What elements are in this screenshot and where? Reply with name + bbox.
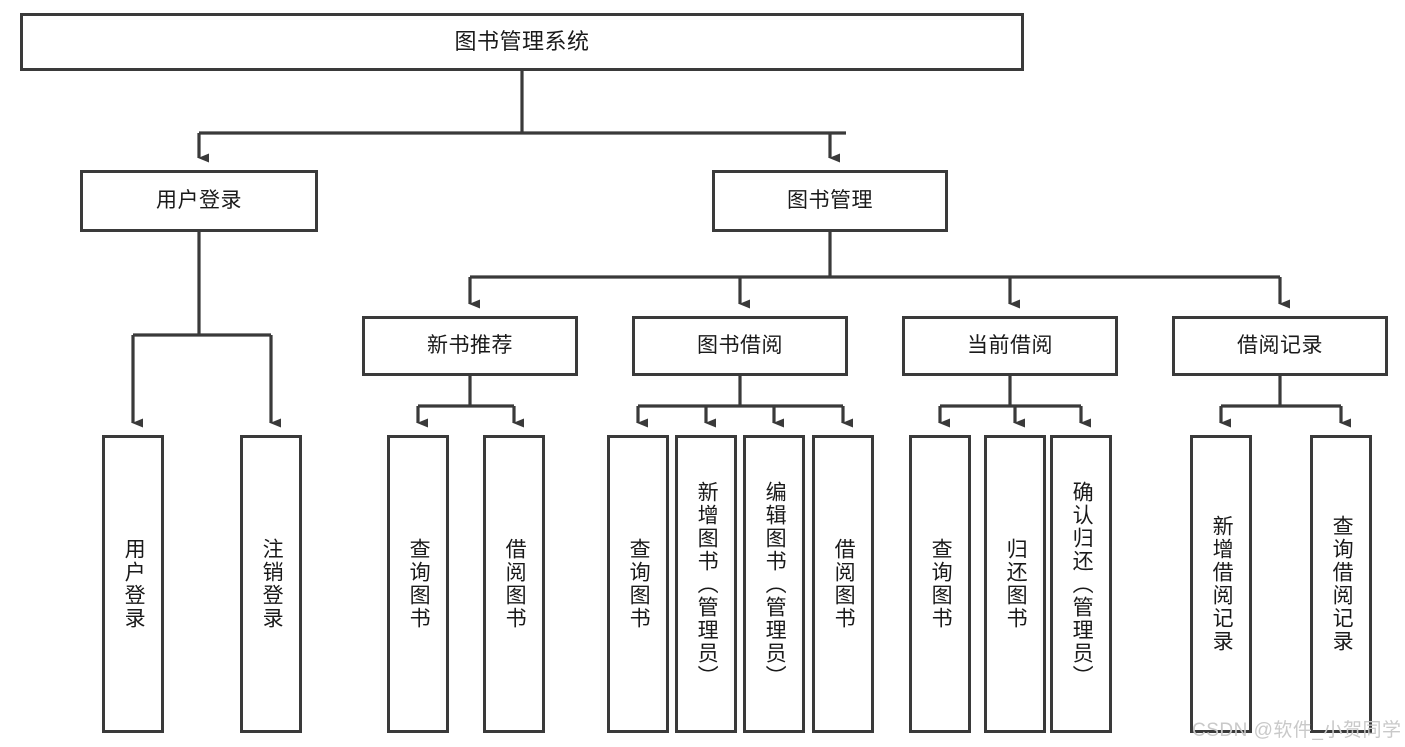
node-leaf-add-record[interactable]: 新增借阅记录 (1190, 435, 1252, 733)
node-leaf-query-book-3[interactable]: 查询图书 (909, 435, 971, 733)
node-leaf-edit-book[interactable]: 编辑图书（管理员） (743, 435, 805, 733)
node-leaf-user-logout-label: 注销登录 (260, 538, 284, 630)
node-leaf-borrow-book-2-label: 借阅图书 (832, 538, 856, 630)
edge-group-current-borrow (938, 376, 1091, 428)
edge-group-book-borrow (636, 376, 853, 428)
node-leaf-return-book-label: 归还图书 (1004, 538, 1028, 630)
node-leaf-add-book[interactable]: 新增图书（管理员） (675, 435, 737, 733)
node-leaf-user-login-label: 用户登录 (122, 538, 146, 630)
node-leaf-borrow-book-2[interactable]: 借阅图书 (812, 435, 874, 733)
edge-group-user-login (131, 232, 281, 428)
node-user-login[interactable]: 用户登录 (80, 170, 318, 232)
watermark-text: CSDN @软件_小贺同学 (1192, 720, 1402, 741)
edge-group-borrow-record (1219, 376, 1351, 428)
node-leaf-query-book-3-label: 查询图书 (929, 538, 953, 630)
node-user-login-label: 用户登录 (156, 188, 242, 212)
node-book-borrow[interactable]: 图书借阅 (632, 316, 848, 376)
node-current-borrow[interactable]: 当前借阅 (902, 316, 1118, 376)
node-book-borrow-label: 图书借阅 (697, 333, 783, 357)
node-new-book-recommend-label: 新书推荐 (427, 333, 513, 357)
node-leaf-add-book-label: 新增图书（管理员） (695, 480, 719, 688)
node-current-borrow-label: 当前借阅 (967, 333, 1053, 357)
node-root-system-label: 图书管理系统 (454, 29, 590, 55)
node-leaf-edit-book-label: 编辑图书（管理员） (763, 480, 787, 688)
node-leaf-confirm-return-label: 确认归还（管理员） (1070, 480, 1094, 688)
node-leaf-borrow-book-1[interactable]: 借阅图书 (483, 435, 545, 733)
edge-group-book-manage (468, 232, 1290, 309)
node-leaf-query-book-1-label: 查询图书 (407, 538, 431, 630)
node-root-system[interactable]: 图书管理系统 (20, 13, 1024, 71)
node-leaf-query-book-1[interactable]: 查询图书 (387, 435, 449, 733)
edge-group-root (197, 71, 846, 163)
node-leaf-user-logout[interactable]: 注销登录 (240, 435, 302, 733)
node-leaf-borrow-book-1-label: 借阅图书 (503, 538, 527, 630)
node-borrow-record-label: 借阅记录 (1237, 333, 1323, 357)
node-new-book-recommend[interactable]: 新书推荐 (362, 316, 578, 376)
node-borrow-record[interactable]: 借阅记录 (1172, 316, 1388, 376)
node-leaf-confirm-return[interactable]: 确认归还（管理员） (1050, 435, 1112, 733)
node-book-manage-label: 图书管理 (787, 188, 873, 212)
node-leaf-query-record-label: 查询借阅记录 (1330, 515, 1354, 653)
edge-group-new-book-recommend (416, 376, 524, 428)
node-book-manage[interactable]: 图书管理 (712, 170, 948, 232)
node-leaf-add-record-label: 新增借阅记录 (1210, 515, 1234, 653)
node-leaf-user-login[interactable]: 用户登录 (102, 435, 164, 733)
node-leaf-query-book-2-label: 查询图书 (627, 538, 651, 630)
node-leaf-return-book[interactable]: 归还图书 (984, 435, 1046, 733)
node-leaf-query-book-2[interactable]: 查询图书 (607, 435, 669, 733)
node-leaf-query-record[interactable]: 查询借阅记录 (1310, 435, 1372, 733)
